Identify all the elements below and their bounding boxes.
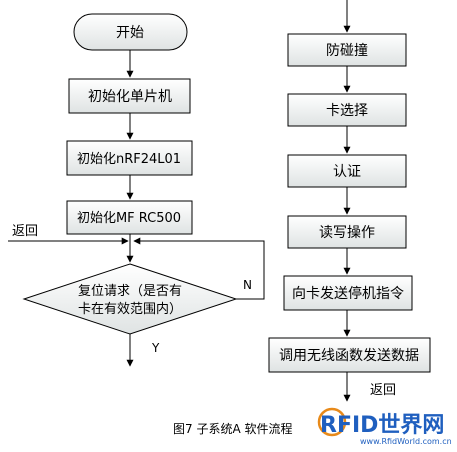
process-read-write: 读写操作 xyxy=(287,215,407,249)
left-return-label: 返回 xyxy=(12,224,38,239)
process-auth: 认证 xyxy=(287,154,407,188)
anticollision-label: 防碰撞 xyxy=(326,43,368,59)
start-label: 开始 xyxy=(116,25,144,41)
process-send-halt: 向卡发送停机指令 xyxy=(283,275,413,311)
init-mf-label: 初始化MF RC500 xyxy=(77,211,181,226)
process-card-select: 卡选择 xyxy=(287,93,407,127)
logo-brand: RFID世界网 xyxy=(320,413,444,438)
figure-caption: 图7 子系统A 软件流程 xyxy=(173,421,292,436)
process-init-nrf: 初始化nRF24L01 xyxy=(66,140,193,176)
process-send-wireless: 调用无线函数发送数据 xyxy=(268,337,431,373)
process-init-mf: 初始化MF RC500 xyxy=(66,200,193,235)
init-nrf-label: 初始化nRF24L01 xyxy=(77,152,181,167)
card-select-label: 卡选择 xyxy=(326,103,368,119)
start-terminal: 开始 xyxy=(73,13,188,51)
yes-label: Y xyxy=(151,341,160,355)
send-halt-label: 向卡发送停机指令 xyxy=(292,285,404,302)
decision-line-2: 卡在有效范围内） xyxy=(78,301,182,317)
no-label: N xyxy=(243,278,252,292)
send-wireless-label: 调用无线函数发送数据 xyxy=(279,348,419,364)
decision-reset-request: 复位请求（是否有 卡在有效范围内） xyxy=(22,263,238,335)
process-init-mcu: 初始化单片机 xyxy=(68,78,191,114)
init-mcu-label: 初始化单片机 xyxy=(88,88,172,105)
no-loop-connector xyxy=(133,237,265,300)
rfid-world-logo: RFID世界网 www.RfidWorld.com.cn xyxy=(317,407,452,446)
logo-url: www.RfidWorld.com.cn xyxy=(360,437,452,446)
auth-label: 认证 xyxy=(333,164,361,180)
decision-line-1: 复位请求（是否有 xyxy=(78,284,182,299)
process-anticollision: 防碰撞 xyxy=(287,33,407,67)
read-write-label: 读写操作 xyxy=(319,224,375,241)
right-return-label: 返回 xyxy=(370,383,396,398)
logo-orbit-icon xyxy=(317,407,347,437)
